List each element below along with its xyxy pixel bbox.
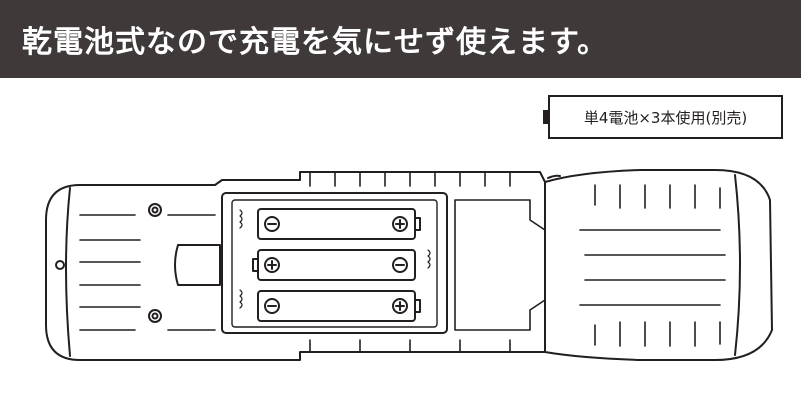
battery-springs (239, 209, 431, 309)
battery-1 (257, 208, 421, 240)
battery-compartment (221, 192, 448, 334)
screw-icons (148, 203, 162, 323)
tail-grip-lines (79, 214, 216, 331)
battery-requirement-text: 単4電池×3本使用(別売) (583, 108, 748, 127)
head-grip-ridges (579, 184, 726, 347)
flashlight-head (544, 169, 773, 361)
top-ridges (309, 171, 511, 353)
belt-clip (174, 244, 221, 286)
flashlight-illustration (45, 169, 773, 361)
lanyard-hole (55, 260, 65, 270)
battery-2 (252, 249, 416, 281)
battery-requirement-label: 単4電池×3本使用(別売) (543, 95, 783, 139)
battery-3 (257, 290, 421, 322)
header-banner: 乾電池式なので充電を気にせず使えます。 (0, 0, 801, 78)
flashlight-body (45, 171, 546, 361)
battery-terminal-icon (543, 110, 548, 124)
header-title: 乾電池式なので充電を気にせず使えます。 (22, 25, 608, 60)
